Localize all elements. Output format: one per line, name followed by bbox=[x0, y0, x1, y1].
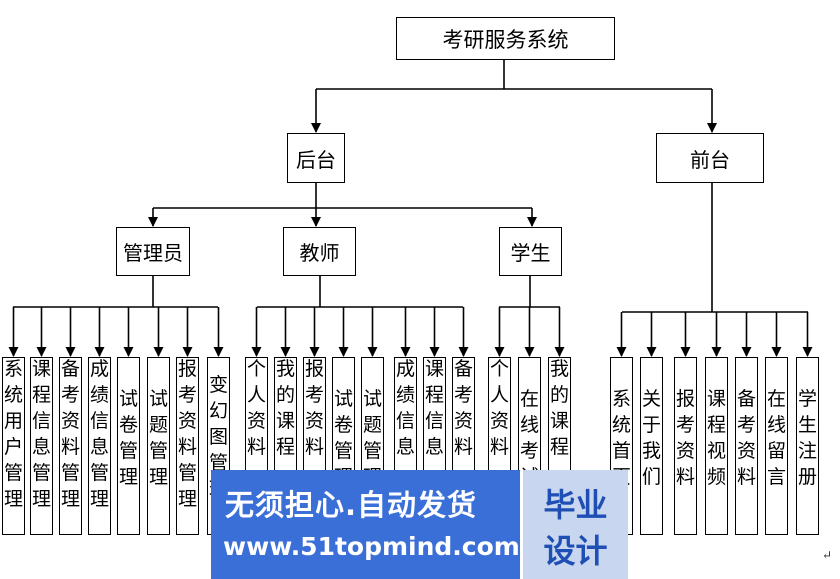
watermark-slogan: 无须担心.自动发货 bbox=[225, 488, 478, 522]
watermark-banner: 无须担心.自动发货 www.51topmind.com 毕业 设计 bbox=[211, 470, 628, 579]
frontend-leaf: 备考资料 bbox=[735, 357, 758, 535]
teacher-role-node: 教师 bbox=[283, 227, 356, 276]
paragraph-mark-icon: ↵ bbox=[822, 548, 833, 562]
admin-leaf: 试卷管理 bbox=[117, 357, 140, 535]
backend-node: 后台 bbox=[287, 133, 345, 183]
admin-leaf: 成绩信息管理 bbox=[88, 357, 111, 535]
watermark-badge-line2: 设计 bbox=[543, 532, 608, 570]
frontend-node: 前台 bbox=[656, 133, 764, 183]
watermark-slogan-panel: 无须担心.自动发货 www.51topmind.com bbox=[211, 470, 520, 579]
student-role-node: 学生 bbox=[499, 227, 562, 276]
admin-role-node: 管理员 bbox=[116, 227, 190, 276]
watermark-badge-line1: 毕业 bbox=[543, 486, 608, 524]
frontend-leaf: 关于我们 bbox=[640, 357, 663, 535]
frontend-leaf: 报考资料 bbox=[674, 357, 697, 535]
watermark-url: www.51topmind.com bbox=[223, 532, 520, 561]
admin-leaf: 试题管理 bbox=[147, 357, 170, 535]
frontend-leaf: 在线留言 bbox=[765, 357, 788, 535]
frontend-leaf: 课程视频 bbox=[705, 357, 728, 535]
admin-leaf: 备考资料管理 bbox=[59, 357, 82, 535]
admin-leaf: 系统用户管理 bbox=[2, 357, 25, 535]
admin-leaf: 课程信息管理 bbox=[30, 357, 53, 535]
root-node: 考研服务系统 bbox=[396, 17, 615, 60]
admin-leaf: 报考资料管理 bbox=[176, 357, 199, 535]
frontend-leaf: 学生注册 bbox=[796, 357, 819, 535]
watermark-badge: 毕业 设计 bbox=[520, 470, 628, 579]
